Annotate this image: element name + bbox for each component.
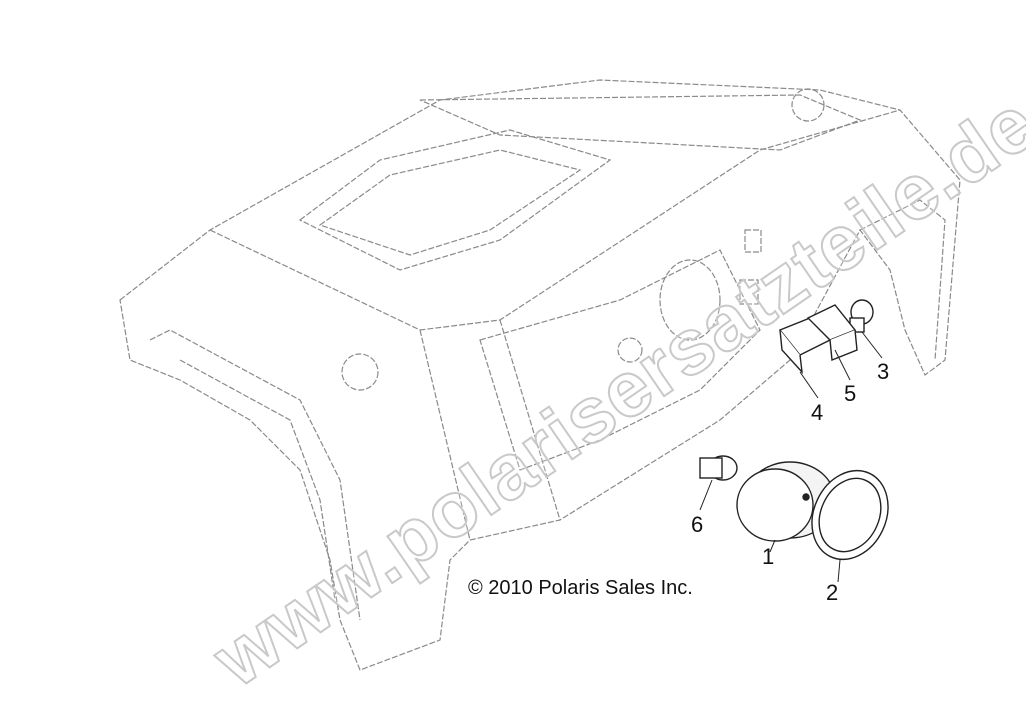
gauge-bezel-ring-icon — [811, 469, 889, 561]
callout-6: 6 — [691, 512, 704, 537]
callout-2: 2 — [826, 580, 839, 605]
ignition-switch-icon — [699, 455, 738, 481]
callout-4: 4 — [811, 400, 824, 425]
callout-5: 5 — [844, 381, 857, 406]
copyright-text: © 2010 Polaris Sales Inc. — [468, 577, 693, 599]
callout-1: 1 — [762, 544, 775, 569]
callout-3: 3 — [877, 359, 890, 384]
